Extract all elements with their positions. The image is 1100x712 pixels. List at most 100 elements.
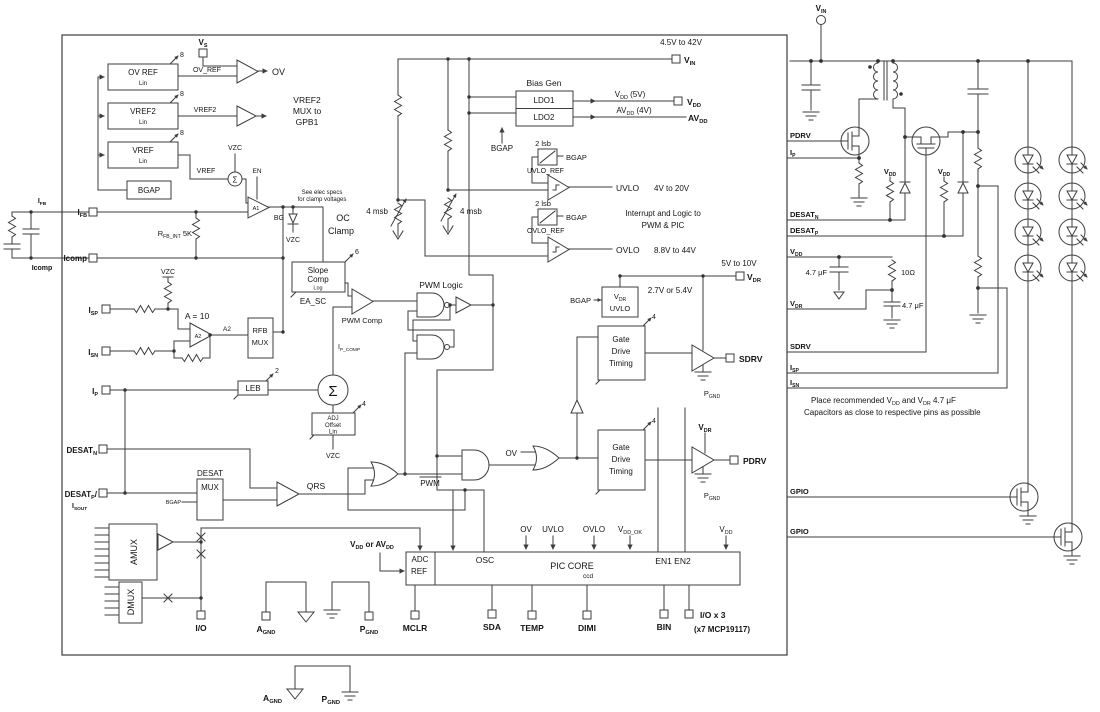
gdt2-line3: Timing: [609, 467, 633, 476]
gdt2-line1: Gate: [612, 443, 630, 452]
rfb-mux-line2: MUX: [252, 338, 269, 347]
isp-ext-label: ISP: [790, 363, 799, 374]
pgnd-sdrv-label: PGND: [704, 389, 721, 400]
vdr-uvlo-range-label: 2.7V or 5.4V: [648, 286, 693, 295]
bus2-label: 2: [275, 368, 279, 375]
vdd-pullup1-label: VDD: [884, 167, 897, 178]
buffer-amux-icon: [157, 533, 175, 551]
cap47-1-label: 4.7 μF: [806, 268, 828, 277]
see-elec-specs-1: See elec specs: [302, 190, 343, 196]
sum-big-label: Σ: [328, 383, 337, 400]
transformer-secondary-icon: [892, 60, 906, 138]
pin-icomp: [88, 253, 98, 263]
pdrv-pin-label: PDRV: [743, 456, 767, 466]
vref2-block-label: VREF2: [130, 107, 156, 116]
comparator-uvlo-icon: [547, 174, 570, 201]
opamp-a2-icon: [189, 322, 214, 348]
vzc-label: VZC: [161, 269, 175, 276]
and-gate-icon: [461, 449, 490, 481]
phase-dot-icon: [899, 92, 903, 96]
slope-comp-block: [291, 261, 346, 293]
vref2-block: [107, 102, 179, 130]
driver-pdrv-icon: [691, 446, 715, 474]
pgnd-pin-label: PGND: [360, 624, 378, 636]
bgap-uvloref-label: BGAP: [566, 153, 587, 162]
desatn-ext-label: DESATN: [790, 210, 819, 221]
pin-mclr: [410, 610, 420, 620]
cap47-2-label: 4.7 μF: [902, 301, 924, 310]
interrupt-line2: PWM & PIC: [642, 221, 685, 230]
a1-label: A1: [253, 206, 260, 212]
pwm-bar-label: PWM: [420, 479, 440, 488]
ov-ref-block-label: OV REF: [128, 68, 158, 77]
ip-pin-label: IP: [92, 387, 98, 398]
buffer-icon: [455, 296, 473, 314]
vzc-label: VZC: [286, 237, 300, 244]
vref-signal-label: VREF: [197, 168, 216, 175]
bus8-label: 8: [180, 91, 184, 98]
junction-dots: [29, 57, 1030, 600]
vref2-mux-line2: MUX to: [293, 106, 322, 116]
sdrv-ext-label: SDRV: [790, 342, 811, 351]
uvlo-ref-label: UVLO_REF: [527, 168, 564, 175]
desatn-pin-label: DESATN: [67, 446, 98, 457]
comparator-qrs-icon: [276, 481, 301, 507]
isn-pin-label: ISN: [88, 348, 98, 359]
ov-ref-block: [107, 63, 179, 91]
slope-line2: Comp: [307, 275, 329, 284]
uvlo-range-label: 4V to 20V: [654, 184, 690, 193]
ifb-pin-label: IFB: [78, 208, 88, 219]
avdd-4v-label: AVDD (4V): [616, 106, 652, 117]
comparator-ov-icon: [236, 59, 260, 84]
gdt2-line2: Drive: [612, 455, 631, 464]
slope-line1: Slope: [308, 266, 329, 275]
driver-sdrv-icon: [691, 344, 715, 372]
pin-pgnd: [364, 611, 374, 621]
gdt1-line3: Timing: [609, 359, 633, 368]
gpio-fet1-icon: [1009, 482, 1039, 512]
gate-drive-timing-top-block: [597, 325, 646, 381]
pwm-logic-label: PWM Logic: [419, 280, 463, 290]
gate-drive-timing-bottom-block: [597, 429, 646, 491]
agnd-pin-label: AGND: [257, 624, 276, 636]
vdr-driver-label: VDR: [698, 423, 711, 434]
mclr-pin-label: MCLR: [403, 623, 428, 633]
rfb-mux-line1: RFB: [253, 326, 268, 335]
pin-ifb: [88, 207, 98, 217]
desat-mux-line2: MUX: [201, 483, 219, 492]
pwm-comp-label: PWM Comp: [342, 316, 382, 325]
isp-pin-label: ISP: [89, 306, 99, 317]
msb4-left-label: 4 msb: [366, 207, 388, 216]
pin-vs: [198, 48, 208, 58]
vin-ext-label: VIN: [816, 4, 827, 15]
vs-label: VS: [199, 38, 208, 49]
vdd-pullup2-label: VDD: [938, 167, 951, 178]
buffer-vref2-icon: [236, 105, 258, 127]
vdr-range-label: 5V to 10V: [721, 259, 757, 268]
gdt1-line2: Drive: [612, 347, 631, 356]
adj-line2: Offset: [325, 423, 341, 429]
pdrv-ext-label: PDRV: [790, 131, 811, 140]
ea-sc-label: EA_SC: [300, 297, 326, 306]
vref2-signal-label: VREF2: [194, 107, 217, 114]
agnd-tie-label: AGND: [263, 693, 282, 705]
nand-gate-icon: [416, 334, 445, 360]
bus6-label: 6: [355, 249, 359, 256]
vref2-mux-line1: VREF2: [293, 95, 321, 105]
ov-output-label: OV: [272, 67, 285, 77]
leb-label: LEB: [245, 384, 260, 393]
ovlo-out-label: OVLO: [616, 245, 640, 255]
note-line1: Place recommended VDD and VDR 4.7 μF: [811, 396, 956, 407]
lsb2-ovlo-label: 2 lsb: [535, 199, 551, 208]
pwm-comparator-icon: [351, 288, 374, 315]
x7-mcp19117-label: (x7 MCP19117): [694, 625, 750, 634]
uvlo-pic-label: UVLO: [542, 525, 564, 534]
pin-vdr: [735, 271, 745, 281]
desatp-ext-label: DESATP: [790, 226, 819, 237]
bgap-ldo-label: BGAP: [491, 144, 513, 153]
pin-desatn: [98, 444, 108, 454]
pin-sda: [487, 609, 497, 619]
isn-ext-label: ISN: [790, 378, 799, 389]
pin-isn: [101, 346, 111, 356]
